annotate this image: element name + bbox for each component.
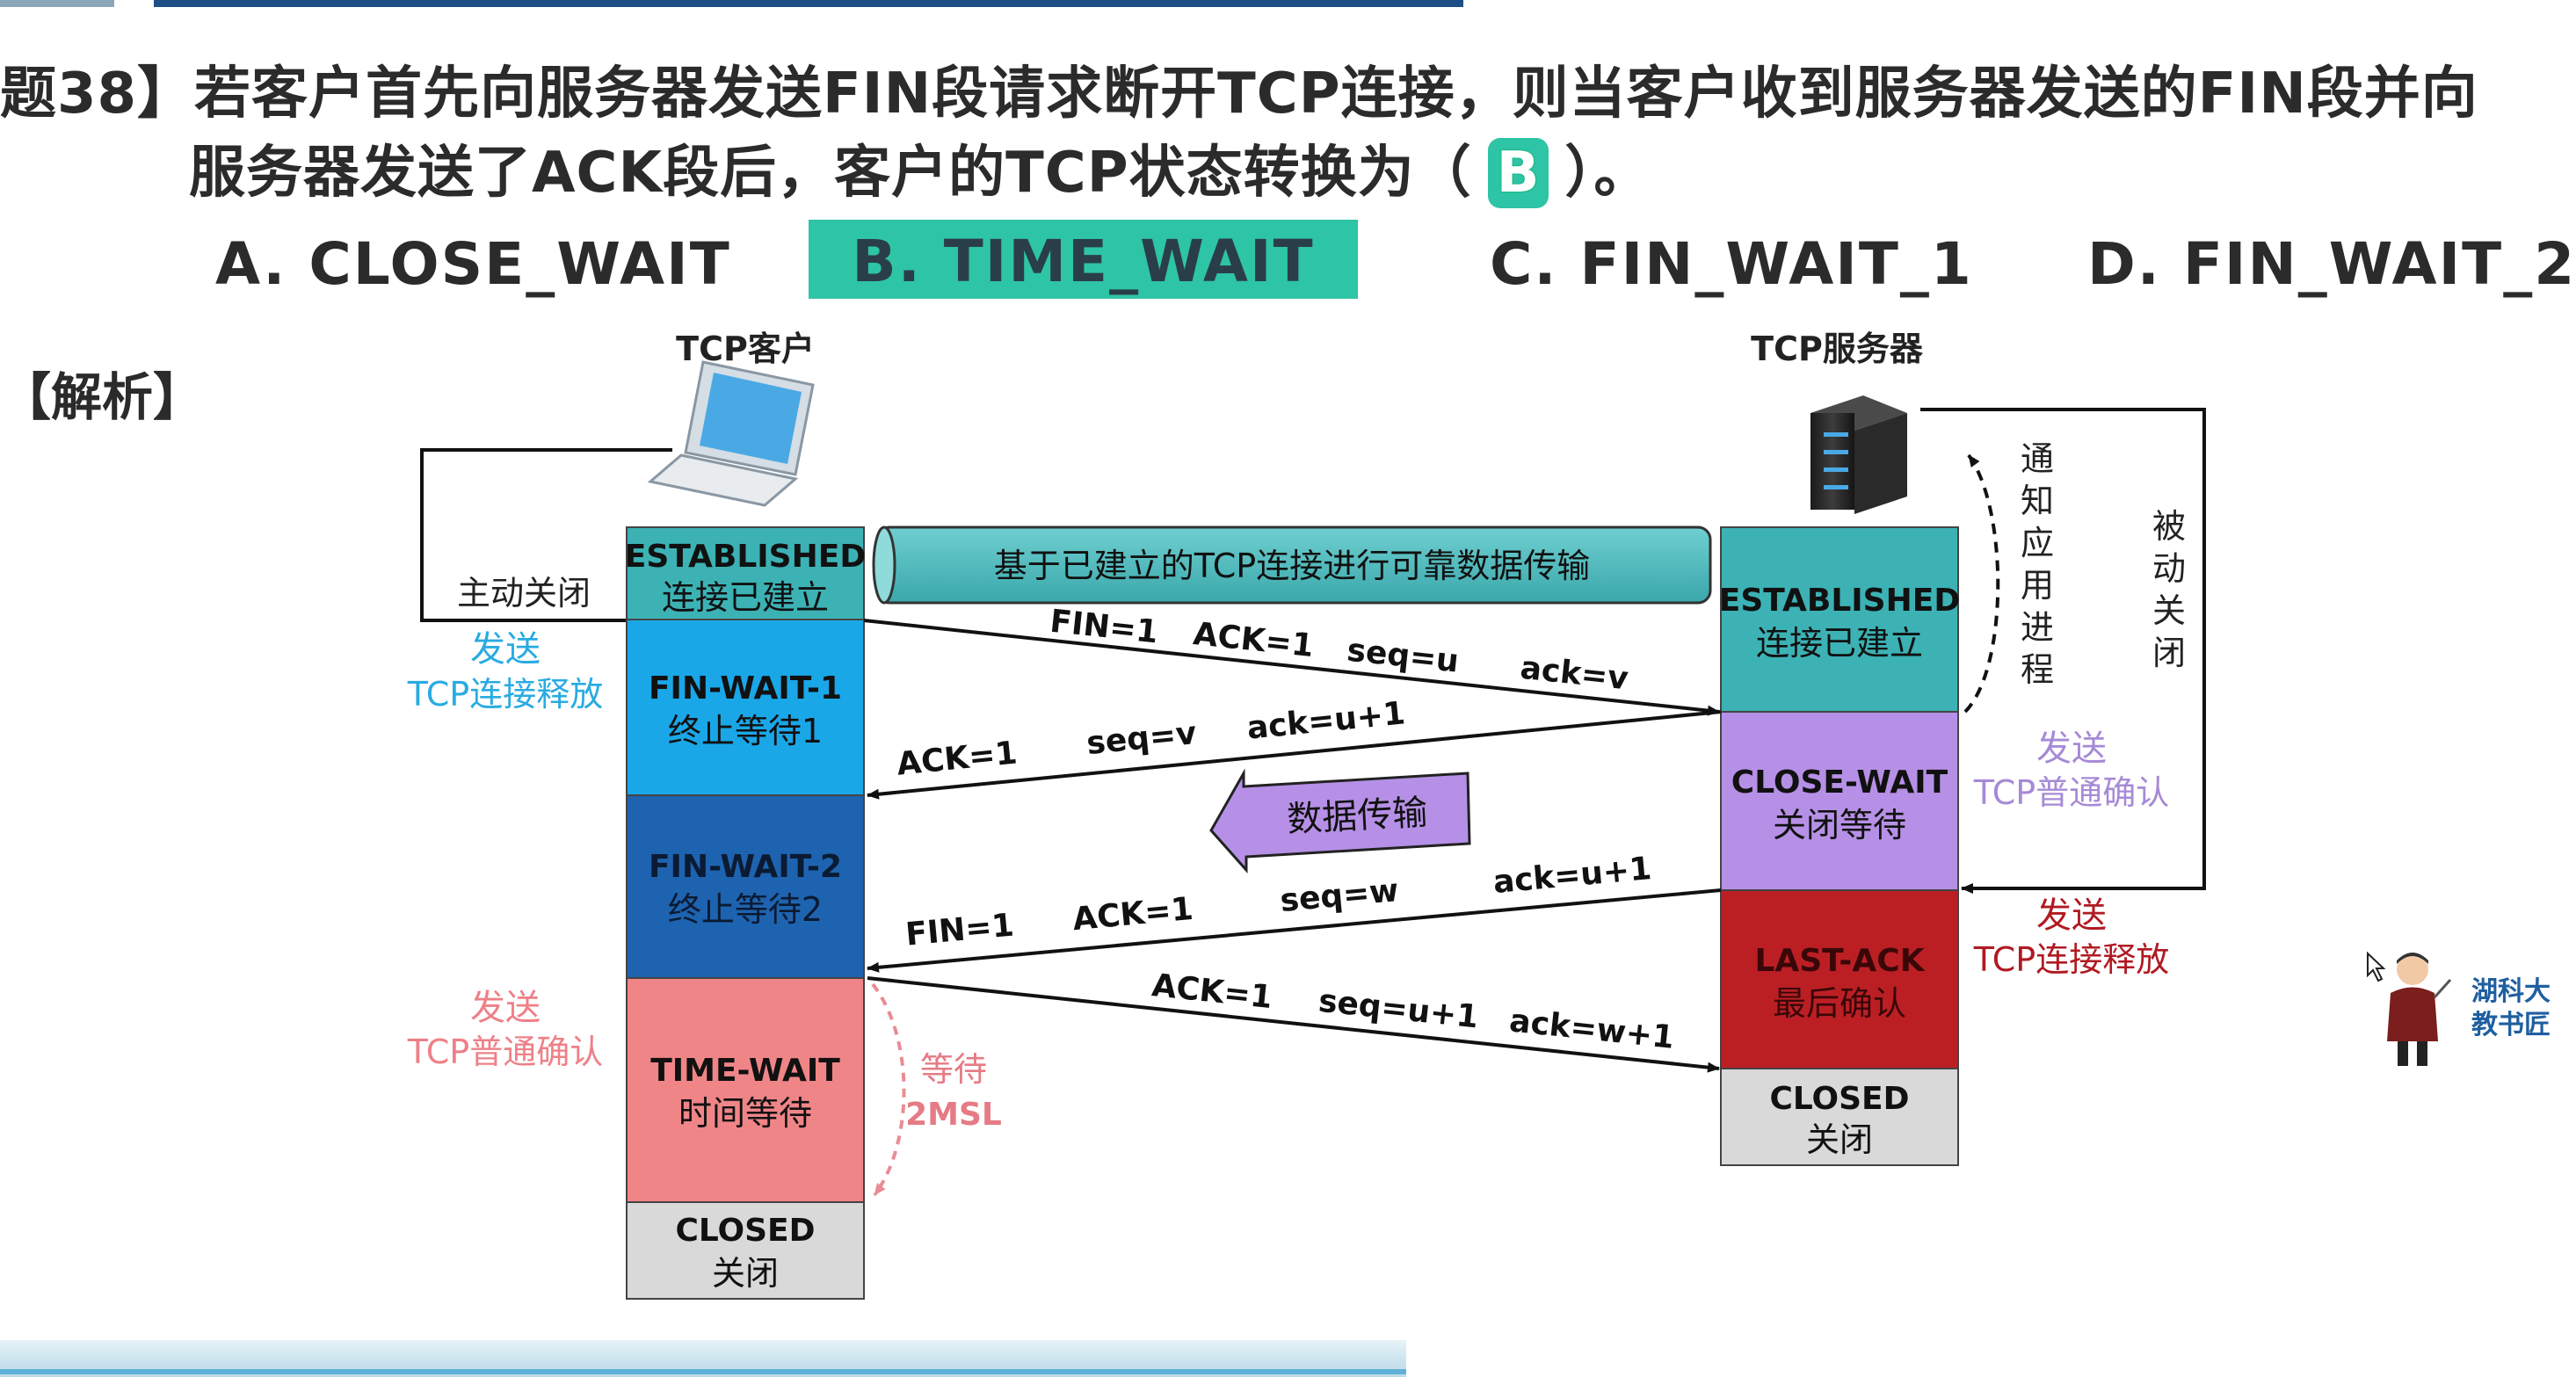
server-established-name: ESTABLISHED <box>1719 583 1960 619</box>
server-established-desc: 连接已建立 <box>1756 624 1923 663</box>
question-line-1: 题38】若客户首先向服务器发送FIN段请求断开TCP连接，则当客户收到服务器发送… <box>0 62 2478 127</box>
client-fin-wait-2-name: FIN-WAIT-2 <box>649 849 842 885</box>
client-established-name: ESTABLISHED <box>625 539 866 575</box>
client-state-closed <box>626 1201 865 1300</box>
wait-2msl-arrow <box>871 982 906 1197</box>
data-transfer-arrow <box>1209 768 1471 873</box>
segment-3-ack: ACK=1 <box>1071 891 1195 938</box>
client-closed-desc: 关闭 <box>712 1254 779 1293</box>
notify-app-label: 通 知 应 用 进 程 <box>2021 439 2054 689</box>
server-state-last-ack <box>1720 889 1959 1069</box>
client-fin-wait-2-desc: 终止等待2 <box>668 890 823 929</box>
client-state-fin-wait-1 <box>626 619 865 796</box>
server-send-ack-label-1: 发送 <box>2036 728 2107 769</box>
server-icon <box>1810 395 1907 514</box>
server-state-close-wait <box>1720 711 1959 891</box>
notify-app-arrow <box>1963 453 2000 714</box>
server-send-ack-label-2: TCP普通确认 <box>1973 773 2169 812</box>
svg-text:被: 被 <box>2152 507 2186 546</box>
client-established-desc: 连接已建立 <box>662 578 829 617</box>
segment-3-fin: FIN=1 <box>904 908 1016 953</box>
client-title: TCP客户 <box>676 330 815 368</box>
svg-text:关: 关 <box>2152 591 2186 630</box>
segment-2-ackno: ack=u+1 <box>1245 695 1407 746</box>
option-b-correct: B. TIME_WAIT <box>809 220 1358 299</box>
server-send-release-label-2: TCP连接释放 <box>1973 940 2169 979</box>
option-d: D. FIN_WAIT_2 <box>2087 230 2576 298</box>
svg-text:程: 程 <box>2021 650 2054 689</box>
segment-2-ack: ACK=1 <box>896 735 1020 782</box>
laptop-icon <box>647 360 815 507</box>
passive-close-label: 被 动 关 闭 <box>2152 507 2186 672</box>
data-pipe-label: 基于已建立的TCP连接进行可靠数据传输 <box>994 547 1590 585</box>
data-pipe <box>872 525 1712 605</box>
client-state-column: ESTABLISHED 连接已建立 FIN-WAIT-1 终止等待1 FIN-W… <box>625 526 866 1300</box>
svg-text:用: 用 <box>2021 566 2054 605</box>
question-line-2: 服务器发送了ACK段后，客户的TCP状态转换为（B）。 <box>189 127 1651 208</box>
svg-text:通: 通 <box>2021 439 2054 478</box>
server-last-ack-name: LAST-ACK <box>1754 943 1925 979</box>
client-send-release-label-2: TCP连接释放 <box>407 675 603 714</box>
mouse-cursor-icon <box>2367 951 2386 982</box>
client-time-wait-desc: 时间等待 <box>678 1094 812 1133</box>
brand-line-1: 湖科大 <box>2471 976 2551 1007</box>
svg-text:应: 应 <box>2021 524 2054 562</box>
answer-badge: B <box>1487 138 1549 208</box>
data-transfer-label: 数据传输 <box>1286 793 1428 840</box>
segment-4-arrow <box>867 976 1720 1073</box>
analysis-label: 【解析】 <box>0 367 205 427</box>
brand-line-2: 教书匠 <box>2471 1010 2551 1040</box>
server-close-wait-name: CLOSE-WAIT <box>1731 765 1948 801</box>
segment-3-ackno: ack=u+1 <box>1491 851 1653 901</box>
svg-text:进: 进 <box>2021 608 2054 647</box>
server-send-release-label-1: 发送 <box>2036 895 2107 936</box>
client-send-ack-label-2: TCP普通确认 <box>407 1033 603 1071</box>
wait-2msl-label-2: 2MSL <box>905 1097 1002 1133</box>
client-state-time-wait <box>626 977 865 1203</box>
option-a: A. CLOSE_WAIT <box>215 230 731 298</box>
segment-3-seq: seq=w <box>1279 873 1400 919</box>
client-state-established <box>626 526 865 620</box>
client-closed-name: CLOSED <box>675 1213 815 1249</box>
bottom-line <box>0 1369 1406 1374</box>
active-close-label: 主动关闭 <box>457 574 591 612</box>
segment-1-ackno: ack=v <box>1519 650 1630 698</box>
svg-text:知: 知 <box>2021 482 2054 520</box>
top-progress-bar <box>154 0 1463 7</box>
server-state-column: ESTABLISHED 连接已建立 CLOSE-WAIT 关闭等待 LAST-A… <box>1719 526 1960 1166</box>
svg-text:闭: 闭 <box>2152 634 2186 672</box>
active-close-connector <box>420 448 672 622</box>
svg-text:动: 动 <box>2152 549 2186 588</box>
server-state-closed <box>1720 1068 1959 1166</box>
passive-close-connector <box>1920 408 2206 894</box>
top-accent-bar <box>0 0 114 7</box>
server-last-ack-desc: 最后确认 <box>1773 984 1906 1023</box>
client-state-fin-wait-2 <box>626 794 865 979</box>
wait-2msl-label-1: 等待 <box>920 1050 987 1089</box>
segment-1-arrow <box>863 619 1720 716</box>
server-closed-name: CLOSED <box>1769 1081 1909 1117</box>
server-state-established <box>1720 526 1959 713</box>
server-close-wait-desc: 关闭等待 <box>1773 806 1906 844</box>
option-c: C. FIN_WAIT_1 <box>1490 230 1973 298</box>
client-time-wait-name: TIME-WAIT <box>650 1053 840 1089</box>
client-fin-wait-1-name: FIN-WAIT-1 <box>649 670 842 707</box>
brand-logo: 湖科大 教书匠 <box>2471 975 2551 1042</box>
segment-2-seq: seq=v <box>1085 715 1199 762</box>
client-send-release-label-1: 发送 <box>470 629 541 670</box>
segment-3-arrow <box>867 888 1722 973</box>
segment-2-arrow <box>867 710 1722 800</box>
server-title: TCP服务器 <box>1751 330 1924 368</box>
presenter-avatar <box>2373 945 2452 1068</box>
question-line-2-prefix: 服务器发送了ACK段后，客户的TCP状态转换为（ <box>189 141 1472 206</box>
question-line-2-suffix: ）。 <box>1564 141 1651 206</box>
client-fin-wait-1-desc: 终止等待1 <box>668 712 823 750</box>
client-send-ack-label-1: 发送 <box>470 988 541 1028</box>
server-closed-desc: 关闭 <box>1806 1120 1873 1159</box>
